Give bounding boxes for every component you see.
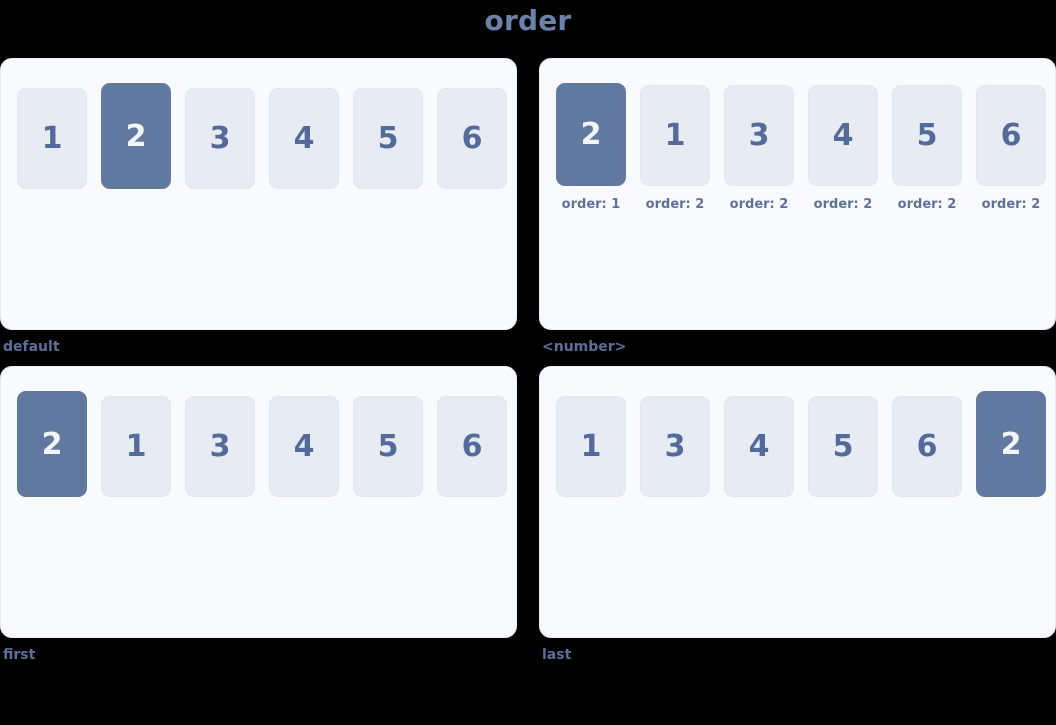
item-wrap: 2 xyxy=(976,391,1046,497)
item-row-last: 1 3 4 5 6 2 xyxy=(556,391,1046,497)
item-wrap: 5 xyxy=(353,396,423,497)
item-wrap: 3 xyxy=(640,396,710,497)
order-item[interactable]: 3 xyxy=(185,396,255,497)
demo-panel-default: 1 2 3 4 5 6 xyxy=(0,58,517,330)
order-item-label: order: 2 xyxy=(981,197,1041,212)
demo-panel-last: 1 3 4 5 6 2 xyxy=(539,366,1056,638)
order-item[interactable]: 5 xyxy=(353,396,423,497)
panel-caption-last: last xyxy=(542,647,572,663)
order-item[interactable]: 4 xyxy=(724,396,794,497)
item-wrap: 6 xyxy=(437,396,507,497)
item-wrap: 1 xyxy=(101,396,171,497)
order-item[interactable]: 1 xyxy=(556,396,626,497)
item-row-first: 2 1 3 4 5 6 xyxy=(17,391,507,497)
item-wrap: 2 order: 1 xyxy=(556,83,626,213)
panel-cell-number: 2 order: 1 1 order: 2 3 order: 2 4 order… xyxy=(539,58,1056,356)
panel-caption-first: first xyxy=(3,647,36,663)
panel-cell-first: 2 1 3 4 5 6 xyxy=(0,366,517,664)
order-item[interactable]: 5 xyxy=(808,396,878,497)
item-wrap: 2 xyxy=(101,83,171,189)
item-wrap: 6 xyxy=(892,396,962,497)
panel-caption-number: <number> xyxy=(542,339,627,355)
order-item-label: order: 2 xyxy=(645,197,705,212)
item-wrap: 4 xyxy=(269,396,339,497)
item-row-number: 2 order: 1 1 order: 2 3 order: 2 4 order… xyxy=(556,83,1046,213)
item-row-default: 1 2 3 4 5 6 xyxy=(17,83,507,189)
order-item-active[interactable]: 2 xyxy=(556,83,626,186)
item-wrap: 3 xyxy=(185,88,255,189)
order-item[interactable]: 5 xyxy=(892,85,962,186)
order-item-label: order: 2 xyxy=(897,197,957,212)
order-item[interactable]: 4 xyxy=(269,396,339,497)
item-wrap: 6 order: 2 xyxy=(976,85,1046,213)
order-item[interactable]: 6 xyxy=(976,85,1046,186)
order-item[interactable]: 6 xyxy=(437,396,507,497)
item-wrap: 3 order: 2 xyxy=(724,85,794,213)
item-wrap: 4 xyxy=(724,396,794,497)
order-item[interactable]: 1 xyxy=(101,396,171,497)
order-item[interactable]: 3 xyxy=(724,85,794,186)
item-wrap: 6 xyxy=(437,88,507,189)
order-item[interactable]: 3 xyxy=(185,88,255,189)
order-item-active[interactable]: 2 xyxy=(17,391,87,497)
panel-grid: 1 2 3 4 5 6 xyxy=(0,58,1056,664)
order-item[interactable]: 6 xyxy=(437,88,507,189)
order-item[interactable]: 4 xyxy=(808,85,878,186)
order-item[interactable]: 3 xyxy=(640,396,710,497)
order-item[interactable]: 6 xyxy=(892,396,962,497)
item-wrap: 5 xyxy=(808,396,878,497)
order-item-label: order: 1 xyxy=(561,197,621,212)
order-item[interactable]: 5 xyxy=(353,88,423,189)
order-item-active[interactable]: 2 xyxy=(976,391,1046,497)
order-item-label: order: 2 xyxy=(729,197,789,212)
demo-panel-number: 2 order: 1 1 order: 2 3 order: 2 4 order… xyxy=(539,58,1056,330)
item-wrap: 1 xyxy=(556,396,626,497)
order-item-label: order: 2 xyxy=(813,197,873,212)
panel-cell-default: 1 2 3 4 5 6 xyxy=(0,58,517,356)
item-wrap: 5 order: 2 xyxy=(892,85,962,213)
item-wrap: 1 order: 2 xyxy=(640,85,710,213)
page-title: order xyxy=(484,4,572,37)
demo-panel-first: 2 1 3 4 5 6 xyxy=(0,366,517,638)
item-wrap: 5 xyxy=(353,88,423,189)
item-wrap: 2 xyxy=(17,391,87,497)
order-item[interactable]: 4 xyxy=(269,88,339,189)
panel-caption-default: default xyxy=(3,339,60,355)
order-item-active[interactable]: 2 xyxy=(101,83,171,189)
item-wrap: 1 xyxy=(17,88,87,189)
item-wrap: 4 order: 2 xyxy=(808,85,878,213)
panel-cell-last: 1 3 4 5 6 2 xyxy=(539,366,1056,664)
order-item[interactable]: 1 xyxy=(640,85,710,186)
order-item[interactable]: 1 xyxy=(17,88,87,189)
item-wrap: 3 xyxy=(185,396,255,497)
item-wrap: 4 xyxy=(269,88,339,189)
